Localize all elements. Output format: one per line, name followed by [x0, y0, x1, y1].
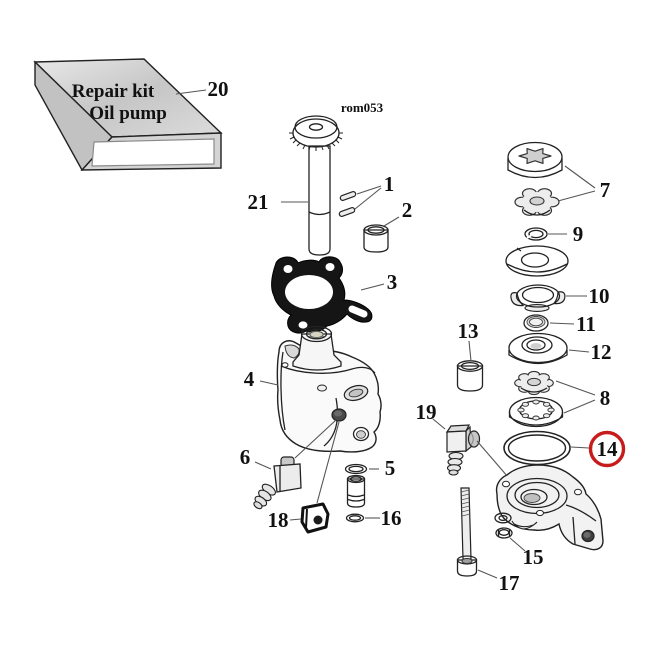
part-label-15: 15 — [523, 545, 544, 569]
part-20-repair-kit-box: Repair kit Oil pump — [33, 58, 223, 172]
part-17-bolt — [456, 487, 478, 577]
part-14-o-ring — [503, 430, 571, 466]
part-10-retaining-ring — [510, 284, 566, 312]
part-label-4: 4 — [244, 367, 255, 391]
leader-line-8 — [555, 380, 596, 414]
part-label-18: 18 — [268, 508, 289, 532]
leader-line-15 — [509, 537, 526, 552]
part-3-gasket — [271, 256, 373, 334]
part-labels: 1 2 3 4 5 6 7 8 9 10 11 12 13 14 15 16 1… — [208, 77, 619, 595]
leader-line-13 — [468, 340, 472, 362]
relief-valve-plunger — [346, 474, 366, 508]
part-5-o-ring — [344, 463, 368, 475]
part-15-washer-nut — [494, 512, 513, 539]
part-label-16: 16 — [381, 506, 402, 530]
kit-box-title-line1: Repair kit — [72, 81, 155, 102]
part-2-bushing — [363, 224, 389, 253]
part-label-13: 13 — [458, 319, 479, 343]
part-label-12: 12 — [591, 340, 612, 364]
part-label-21: 21 — [248, 190, 269, 214]
part-label-20: 20 — [208, 77, 229, 101]
part-label-7: 7 — [600, 178, 611, 202]
part-label-6: 6 — [240, 445, 251, 469]
part-4-pump-body — [276, 325, 382, 453]
part-19-elbow-fitting — [445, 424, 481, 476]
watermark-text: rom053 — [341, 100, 384, 115]
leader-line-12 — [568, 349, 590, 353]
kit-box-title-line2: Oil pump — [89, 103, 167, 124]
leader-line-19-to-cover — [476, 440, 509, 478]
part-7-gerotor-set — [507, 141, 563, 216]
part-label-8: 8 — [600, 386, 611, 410]
part-label-2: 2 — [402, 198, 413, 222]
leader-line-17 — [477, 569, 498, 579]
part-label-3: 3 — [387, 270, 398, 294]
part-11-seal — [523, 314, 549, 332]
gear-teeth — [289, 132, 343, 151]
part-8-gerotor-set — [508, 370, 564, 428]
part-9-snap-ring — [524, 227, 548, 241]
part-1-pins — [338, 191, 357, 217]
pump-cover — [495, 464, 604, 551]
leader-line-1 — [354, 185, 382, 210]
leader-line-11 — [549, 322, 575, 325]
leader-line-7 — [557, 165, 596, 202]
leader-line-3 — [360, 283, 385, 291]
leader-line-bore-to-6-18 — [294, 419, 340, 504]
part-label-5: 5 — [385, 456, 396, 480]
part-label-9: 9 — [573, 222, 584, 246]
part-18-check-valve — [300, 502, 330, 534]
part-13-bushing — [456, 360, 484, 392]
leader-line-19 — [432, 418, 446, 430]
part-21-drive-gear-shaft — [289, 115, 343, 256]
highlight-circle-14 — [588, 430, 626, 468]
part-16-o-ring — [345, 513, 365, 523]
leader-line-6 — [254, 461, 272, 470]
part-label-17: 17 — [499, 571, 520, 595]
leader-line-4 — [259, 380, 279, 386]
part-12-washer — [508, 332, 568, 365]
part-label-14: 14 — [597, 437, 619, 461]
leader-line-14 — [570, 446, 590, 449]
leader-line-2 — [383, 216, 400, 227]
leader-line-20 — [175, 89, 207, 95]
part-6-fitting — [253, 456, 302, 510]
leader-line-18 — [289, 518, 302, 521]
part-label-10: 10 — [589, 284, 610, 308]
part-label-1: 1 — [384, 172, 395, 196]
part-label-19: 19 — [416, 400, 437, 424]
part-label-11: 11 — [576, 312, 596, 336]
thrust-washer — [505, 245, 569, 277]
